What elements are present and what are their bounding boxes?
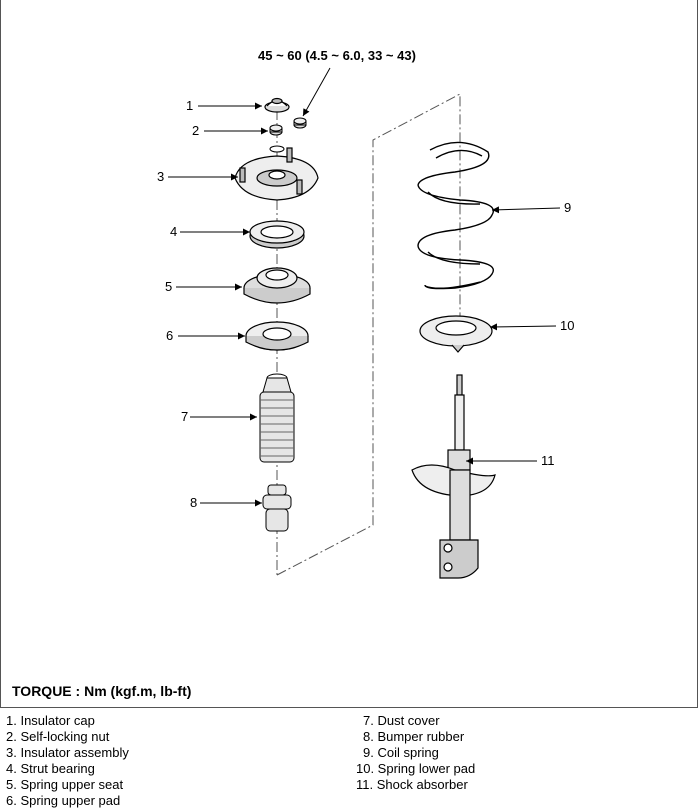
washer-part bbox=[269, 145, 285, 153]
legend-item: 8. Bumper rubber bbox=[363, 729, 465, 744]
shock-absorber-part bbox=[411, 374, 496, 579]
parts-legend-right: 7. Dust cover 8. Bumper rubber 9. Coil s… bbox=[356, 713, 475, 793]
insulator-assembly-part bbox=[234, 147, 319, 201]
leader-lines bbox=[168, 67, 561, 507]
callout-11: 11 bbox=[541, 453, 555, 468]
strut-exploded-diagram bbox=[168, 67, 561, 579]
dust-cover-part bbox=[259, 373, 295, 463]
strut-bearing-part bbox=[249, 220, 305, 249]
callout-5: 5 bbox=[165, 279, 173, 294]
torque-nut-part bbox=[293, 117, 307, 129]
insulator-cap-part bbox=[264, 97, 290, 113]
spring-upper-pad-part bbox=[245, 321, 309, 351]
legend-item: 5. Spring upper seat bbox=[6, 777, 124, 792]
parts-legend-left: 1. Insulator cap 2. Self-locking nut 3. … bbox=[6, 713, 129, 809]
self-locking-nut-part bbox=[269, 124, 283, 136]
legend-item: 3. Insulator assembly bbox=[6, 745, 129, 760]
callout-8: 8 bbox=[190, 495, 198, 510]
bumper-rubber-part bbox=[262, 484, 292, 532]
callout-2: 2 bbox=[192, 123, 200, 138]
spring-lower-pad-part bbox=[419, 315, 493, 353]
torque-units-title: TORQUE : Nm (kgf.m, lb-ft) bbox=[12, 683, 192, 699]
spring-upper-seat-part bbox=[243, 267, 311, 304]
legend-item: 6. Spring upper pad bbox=[6, 793, 121, 808]
diagram-frame bbox=[0, 0, 698, 708]
callout-1: 1 bbox=[186, 98, 194, 113]
callout-7: 7 bbox=[181, 409, 189, 424]
callout-3: 3 bbox=[157, 169, 165, 184]
legend-item: 4. Strut bearing bbox=[6, 761, 95, 776]
legend-item: 7. Dust cover bbox=[363, 713, 440, 728]
legend-item: 10. Spring lower pad bbox=[356, 761, 476, 776]
torque-spec-label: 45 ~ 60 (4.5 ~ 6.0, 33 ~ 43) bbox=[258, 48, 416, 63]
coil-spring-part bbox=[417, 141, 494, 290]
legend-item: 1. Insulator cap bbox=[6, 713, 95, 728]
callout-4: 4 bbox=[170, 224, 178, 239]
legend-item: 11. Shock absorber bbox=[356, 777, 468, 792]
legend-item: 9. Coil spring bbox=[363, 745, 439, 760]
callout-10: 10 bbox=[560, 318, 575, 333]
legend-item: 2. Self-locking nut bbox=[6, 729, 110, 744]
callout-9: 9 bbox=[564, 200, 572, 215]
callout-6: 6 bbox=[166, 328, 174, 343]
